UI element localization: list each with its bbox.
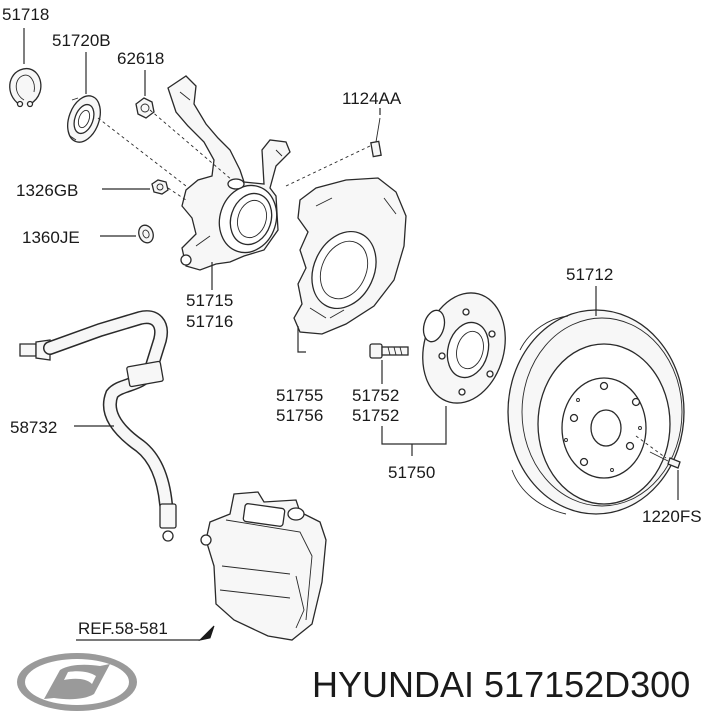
brake-hose-58732: [19, 310, 177, 542]
label-1326gb: 1326GB: [16, 181, 78, 200]
label-51715: 51715: [186, 291, 233, 310]
nut-1326gb: [151, 179, 169, 195]
wheel-hub-51750: [422, 292, 506, 404]
label-51752-a: 51752: [352, 386, 399, 405]
hub-bolt-51752: [369, 343, 409, 359]
label-1360je: 1360JE: [22, 228, 80, 247]
screw-1220fs: [649, 451, 681, 469]
brake-caliper: [200, 491, 327, 641]
label-1220fs: 1220FS: [642, 507, 702, 526]
washer-1360je: [138, 224, 154, 244]
dust-shield-51755: [293, 177, 407, 335]
label-51720b: 51720B: [52, 31, 111, 50]
label-51716: 51716: [186, 312, 233, 331]
steering-knuckle-51715: [167, 75, 291, 271]
brake-disc-51712: [507, 309, 685, 515]
label-51718: 51718: [2, 5, 49, 24]
label-58732: 58732: [10, 418, 57, 437]
label-ref-58-581: REF.58-581: [78, 619, 168, 638]
label-51752-b: 51752: [352, 406, 399, 425]
label-62618: 62618: [117, 49, 164, 68]
hub-nut-62618: [135, 97, 155, 119]
hyundai-logo: [17, 653, 137, 711]
label-51756: 51756: [276, 406, 323, 425]
label-51750: 51750: [388, 463, 435, 482]
label-51755: 51755: [276, 386, 323, 405]
label-51712: 51712: [566, 265, 613, 284]
bolt-1124aa: [370, 117, 382, 158]
label-1124aa: 1124AA: [342, 89, 402, 108]
part-number-caption: HYUNDAI 517152D300: [312, 664, 691, 705]
snap-ring-51718: [9, 67, 42, 108]
wheel-bearing-51720b: [67, 95, 101, 143]
